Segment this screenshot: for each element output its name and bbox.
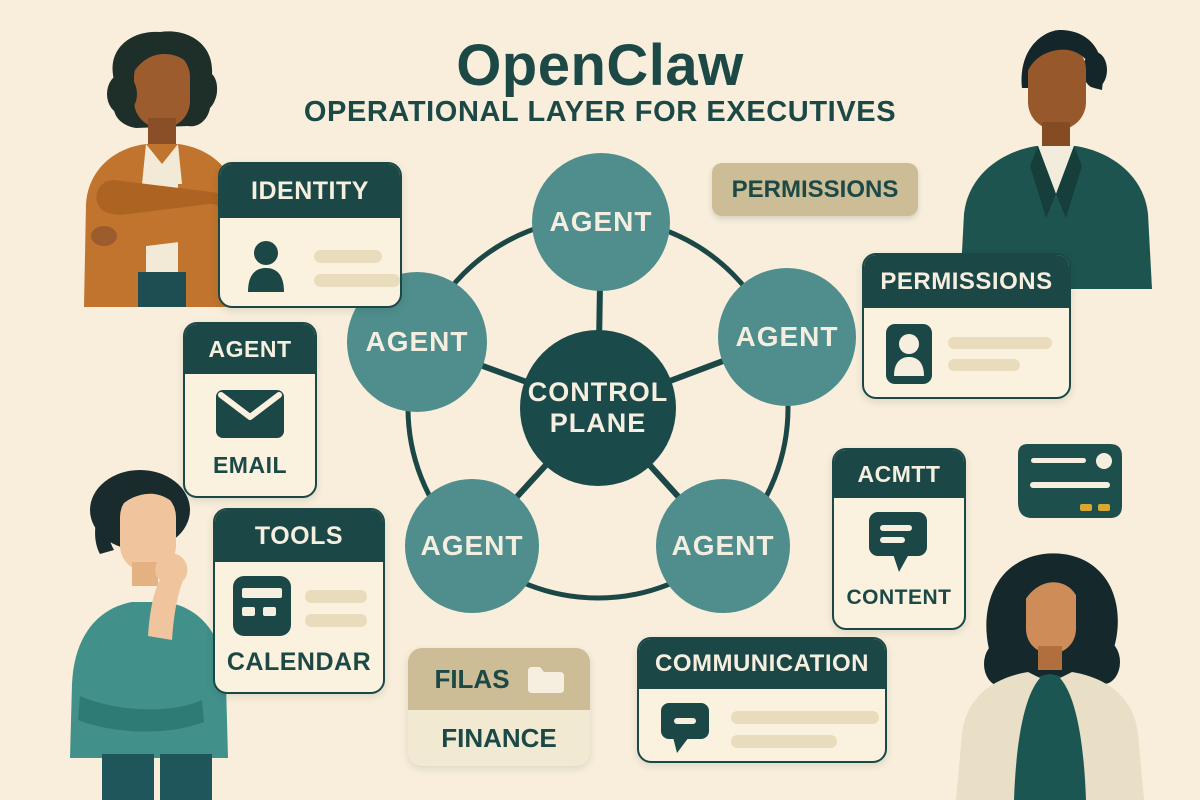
person-thinking-illustration bbox=[70, 470, 228, 800]
chat-bubble-icon bbox=[661, 703, 709, 753]
placeholder-line bbox=[305, 590, 367, 603]
identity-card: IDENTITY bbox=[218, 162, 402, 308]
email-label: EMAIL bbox=[212, 452, 288, 478]
person-icon bbox=[248, 241, 284, 292]
identity-card-header: IDENTITY bbox=[220, 164, 400, 218]
face bbox=[1028, 42, 1086, 130]
agent-node-top: AGENT bbox=[532, 153, 670, 291]
placeholder-line bbox=[948, 337, 1052, 349]
neck bbox=[148, 118, 176, 144]
page-subtitle: OPERATIONAL LAYER FOR EXECUTIVES bbox=[303, 96, 897, 128]
permissions-card: PERMISSIONS bbox=[862, 253, 1071, 399]
folder-icon bbox=[527, 667, 564, 693]
neck bbox=[132, 562, 158, 586]
neck bbox=[1038, 646, 1062, 670]
face bbox=[134, 50, 190, 128]
placeholder-line bbox=[731, 711, 879, 724]
forearm bbox=[148, 570, 184, 640]
tools-card-header: TOOLS bbox=[215, 510, 383, 562]
control-plane-node: CONTROL PLANE bbox=[520, 330, 676, 486]
calendar-icon bbox=[233, 576, 291, 636]
blazer bbox=[956, 672, 1040, 800]
communication-card-header: COMMUNICATION bbox=[639, 639, 885, 689]
agent-node-bottom-right: AGENT bbox=[656, 479, 790, 613]
acmtt-content-card: ACMTT CONTENT bbox=[832, 448, 966, 630]
placeholder-line bbox=[314, 274, 400, 287]
top bbox=[1008, 674, 1092, 800]
agent-node-bottom-left: AGENT bbox=[405, 479, 539, 613]
files-card-header: FILAS bbox=[408, 648, 590, 710]
placeholder-line bbox=[948, 359, 1020, 371]
envelope-icon bbox=[216, 390, 284, 438]
page-title: OpenClaw bbox=[456, 33, 744, 98]
placeholder-line bbox=[314, 250, 382, 263]
agent-node-right: AGENT bbox=[718, 268, 856, 406]
acmtt-card-header: ACMTT bbox=[834, 450, 964, 498]
files-finance-card: FILAS FINANCE bbox=[408, 648, 590, 766]
chat-bubble-icon bbox=[869, 512, 927, 572]
placeholder-line bbox=[305, 614, 367, 627]
placeholder-line bbox=[731, 735, 837, 748]
pants bbox=[138, 272, 186, 307]
person-badge-icon bbox=[886, 324, 932, 384]
finance-label: FINANCE bbox=[408, 710, 590, 766]
neck bbox=[1042, 122, 1070, 146]
agent-email-card: AGENT EMAIL bbox=[183, 322, 317, 498]
hand bbox=[155, 553, 188, 586]
person-blazer-illustration bbox=[956, 553, 1144, 800]
agent-email-card-header: AGENT bbox=[185, 324, 315, 374]
permissions-tag: PERMISSIONS bbox=[712, 163, 918, 216]
face bbox=[120, 490, 176, 572]
pants bbox=[102, 754, 154, 800]
person-arms-crossed-illustration bbox=[84, 31, 240, 307]
content-label: CONTENT bbox=[846, 586, 952, 609]
tools-card: TOOLS CALENDAR bbox=[213, 508, 385, 694]
permissions-card-header: PERMISSIONS bbox=[864, 255, 1069, 308]
communication-card: COMMUNICATION bbox=[637, 637, 887, 763]
face bbox=[1026, 570, 1076, 654]
credit-card-icon bbox=[1018, 444, 1122, 518]
calendar-label: CALENDAR bbox=[226, 648, 372, 676]
